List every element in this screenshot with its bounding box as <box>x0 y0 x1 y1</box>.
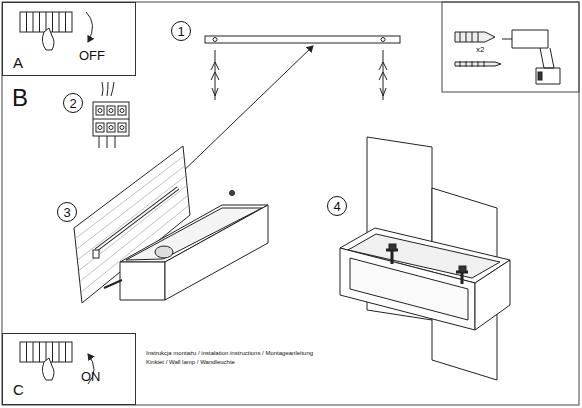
panel-box: C ON <box>2 333 136 405</box>
callout-number: 3 <box>63 206 70 219</box>
panel-box: A OFF <box>2 2 136 76</box>
panel-label: A <box>13 55 23 70</box>
section-letter: B <box>12 86 28 110</box>
panel-label: C <box>13 382 24 397</box>
callout-number: 1 <box>177 25 184 38</box>
callout-circle: 2 <box>63 93 83 113</box>
panel-label: ON <box>81 370 101 383</box>
callout-circle: 4 <box>327 196 347 216</box>
callout-number: 4 <box>333 200 340 213</box>
callout-circle: 1 <box>171 21 191 41</box>
callout-circle: 3 <box>57 202 77 222</box>
callout-number: 2 <box>69 97 76 110</box>
footer-note: Kinkiet / Wall lamp / Wandleuchte <box>146 359 235 365</box>
panel-label: x2 <box>476 46 484 54</box>
footer-note: Instrukcja montażu / instalation instruc… <box>146 350 313 356</box>
panel-box: x2 <box>470 44 500 58</box>
panel-label: OFF <box>79 49 105 62</box>
